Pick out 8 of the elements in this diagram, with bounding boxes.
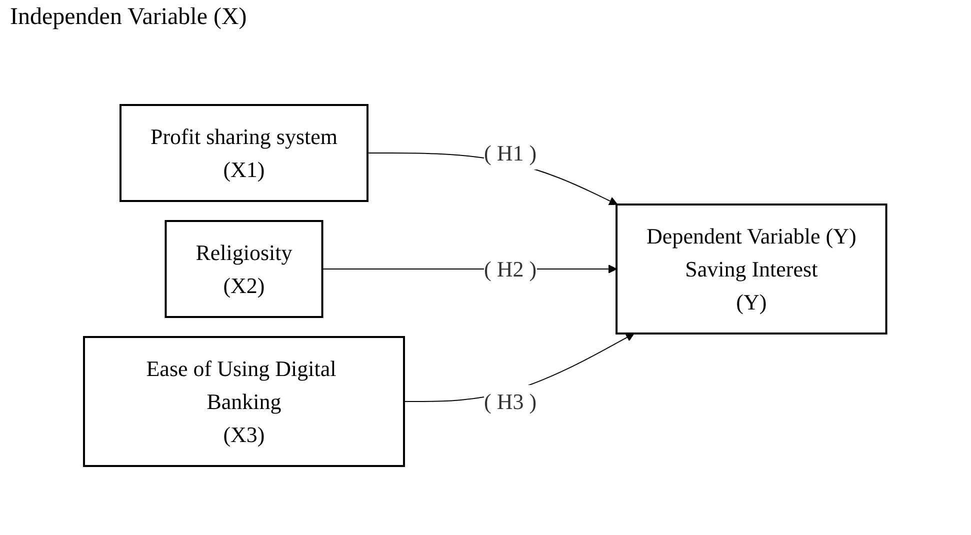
node-box: Ease of Using Digital Banking (X3): [83, 336, 406, 466]
node-box: Religiosity (X2): [165, 220, 324, 318]
edge-label: ( H3 ): [484, 388, 537, 414]
edge-label: ( H1 ): [484, 140, 537, 165]
edge-label: ( H2 ): [484, 256, 537, 281]
node-box: Profit sharing system (X1): [120, 104, 369, 202]
heading-label: Independen Variable (X): [10, 4, 247, 31]
node-box: Dependent Variable (Y) Saving Interest (Y): [616, 203, 888, 334]
